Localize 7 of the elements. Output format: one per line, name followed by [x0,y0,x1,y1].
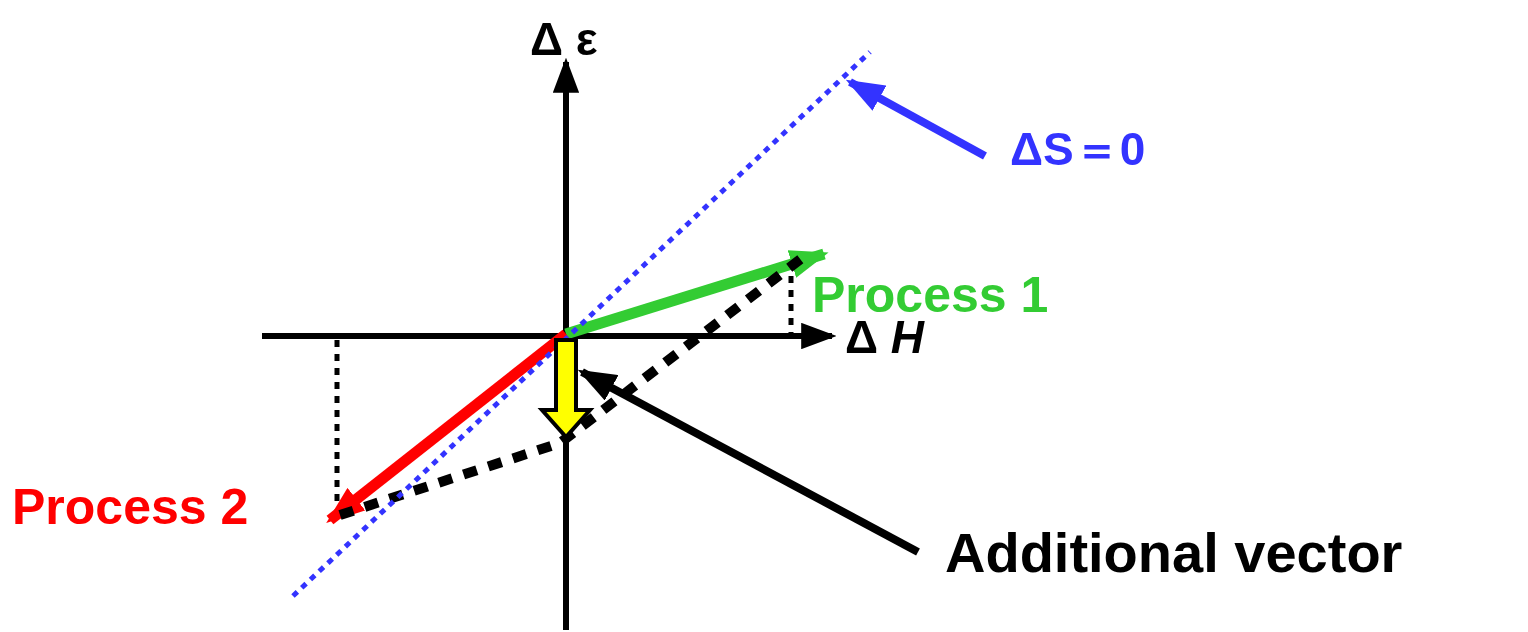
axis-label: Δ H [845,312,925,363]
axis-label: Δ ε [530,14,598,65]
vector-label: Process 2 [12,480,249,535]
leader-arrow [845,78,987,160]
leader-arrow [577,368,920,556]
annotation-text: ΔS＝0 [1010,124,1146,175]
annotation-text: Additional vector [945,522,1403,584]
